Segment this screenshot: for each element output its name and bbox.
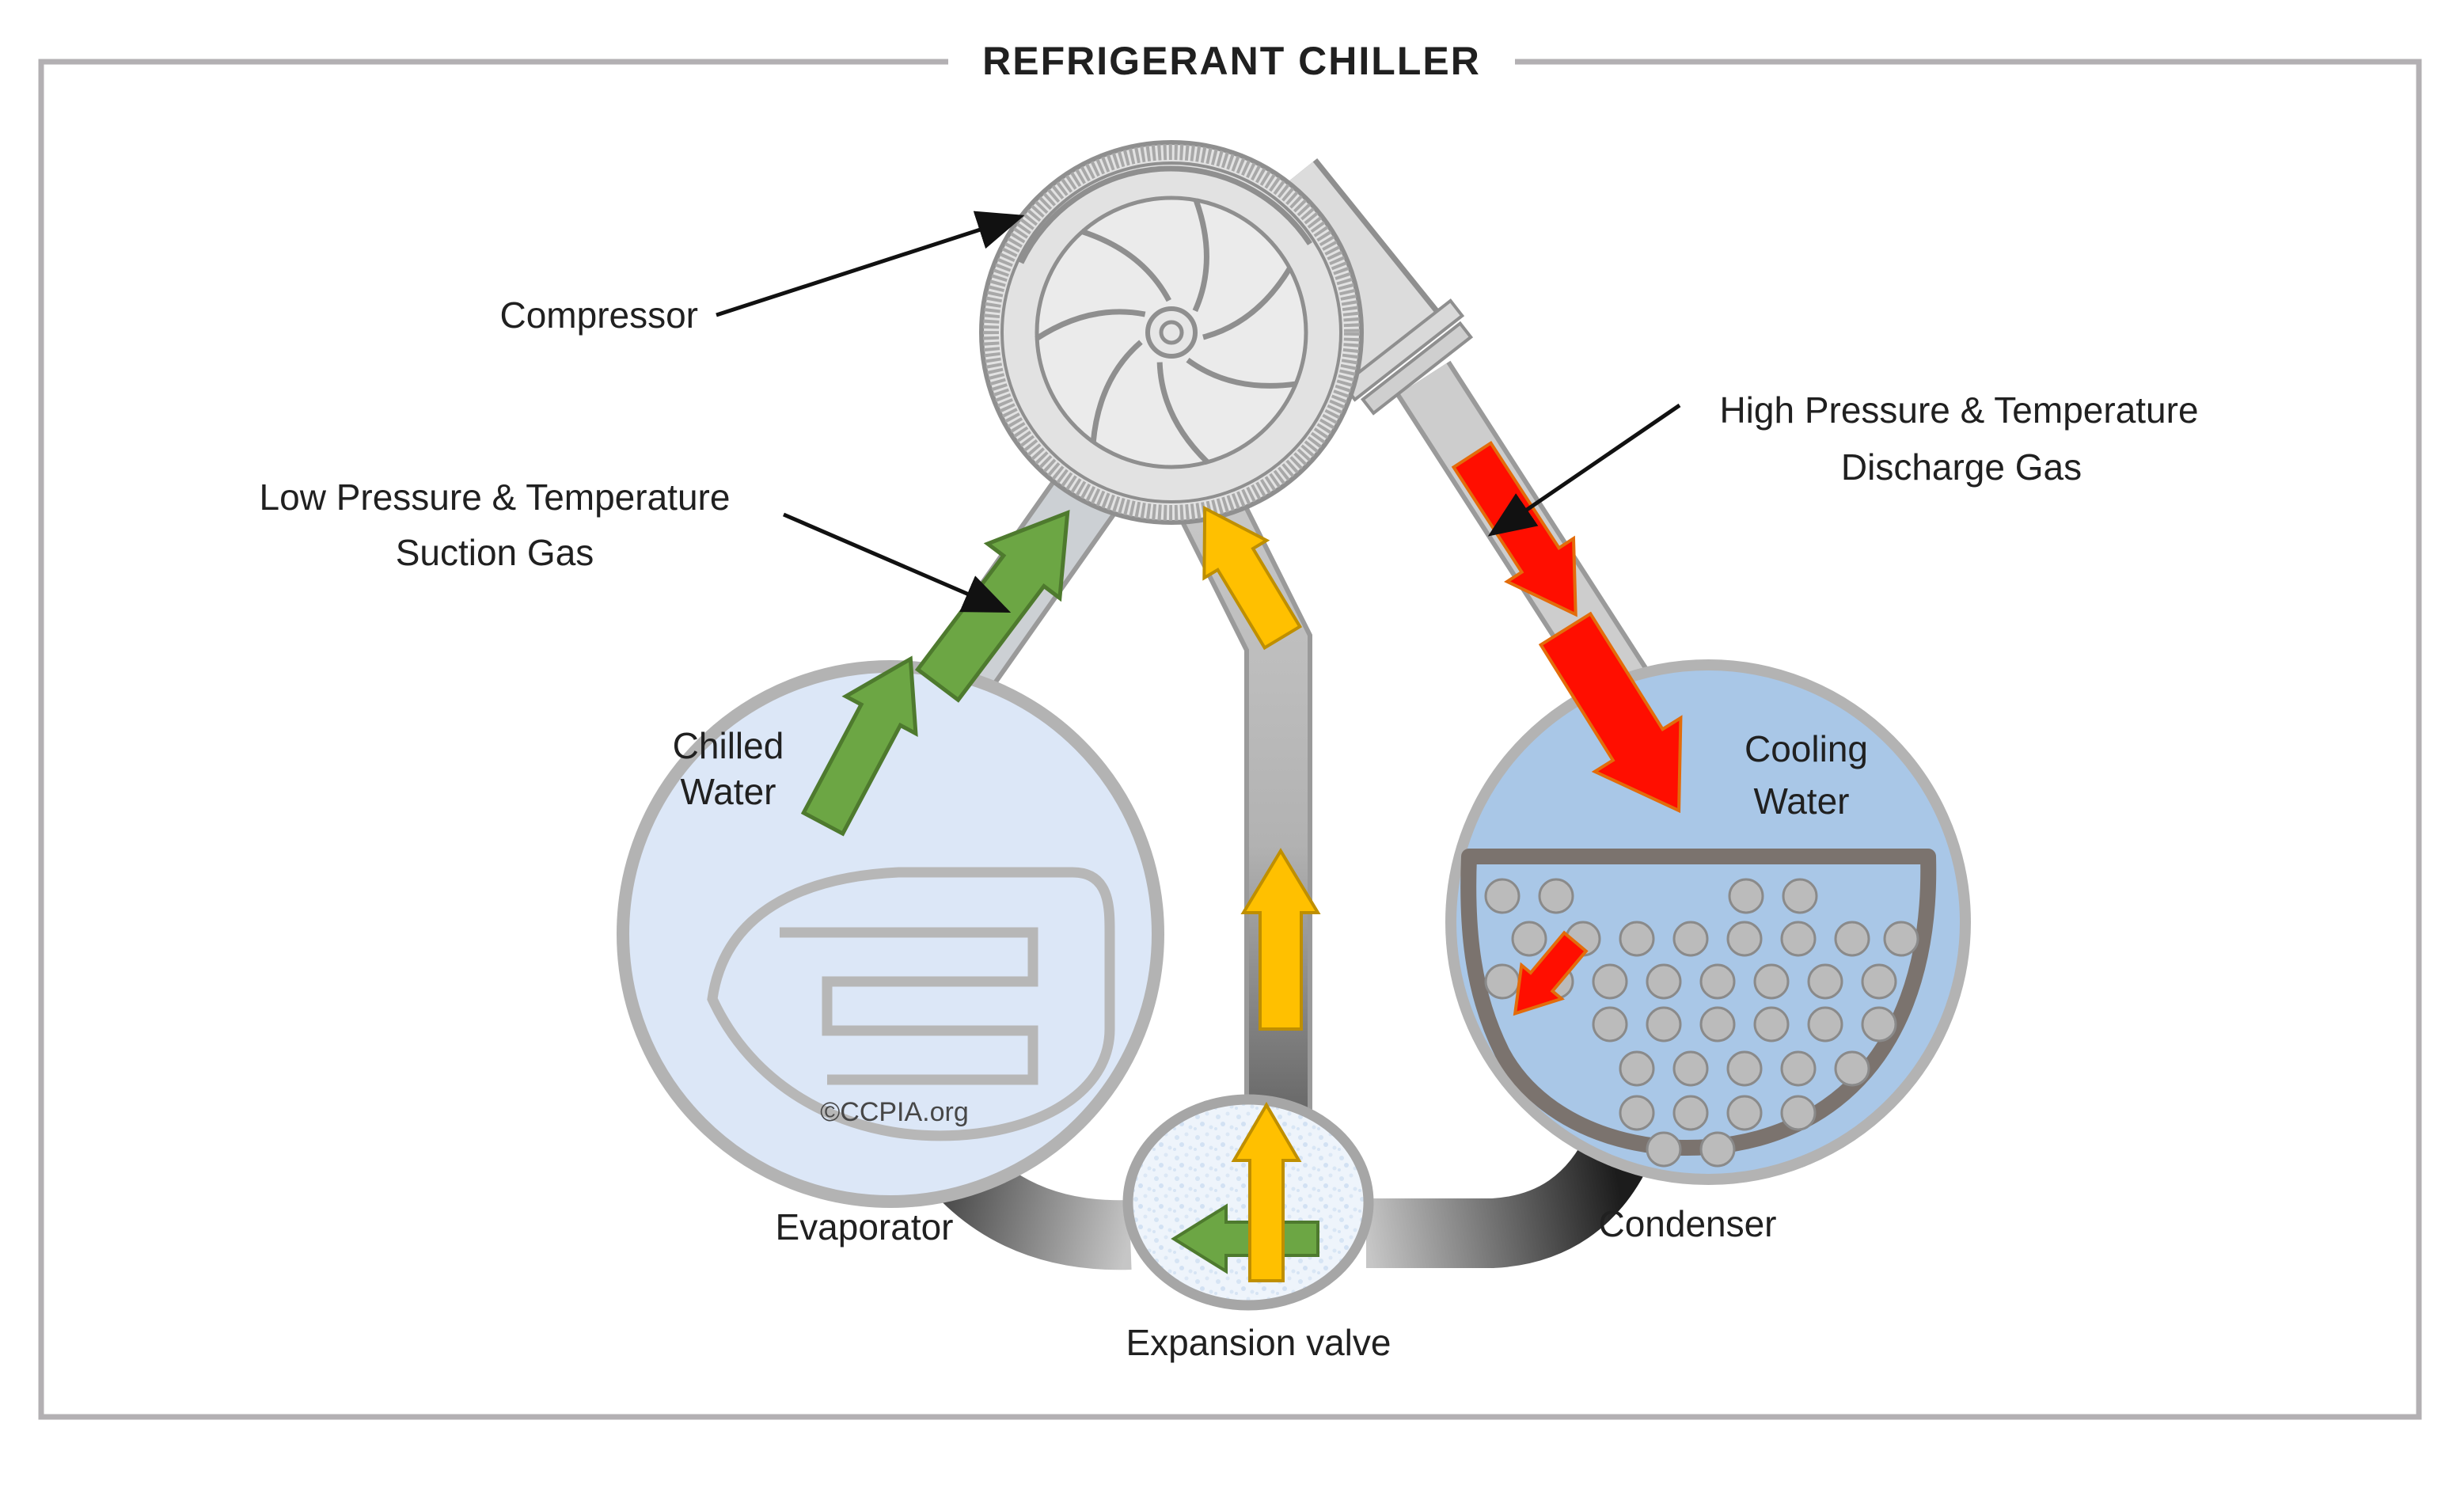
expansion-valve-label: Expansion valve [1126, 1322, 1391, 1363]
condenser-tube-dot [1726, 1095, 1763, 1131]
condenser-tube-dot [1861, 1006, 1897, 1042]
title-backing [948, 38, 1515, 82]
discharge-flange [1341, 298, 1474, 416]
cooling-water-label-line1: Cooling [1745, 728, 1868, 769]
page-title: REFRIGERANT CHILLER [982, 39, 1481, 83]
condensate-arrow [1513, 930, 1589, 1016]
condenser-tube-dot [1753, 963, 1790, 1000]
condenser-tube-dot [1728, 878, 1764, 914]
condenser-tube-dot [1538, 878, 1574, 914]
evaporator-label: Evaporator [775, 1206, 953, 1247]
valve-yellow-arrow [1231, 1102, 1302, 1282]
condenser-tube-dot [1883, 921, 1919, 957]
condenser-tube-dot [1834, 921, 1870, 957]
condenser-tube-dot [1484, 878, 1521, 914]
condenser-tube-dot [1753, 1006, 1790, 1042]
discharge-gas-arrow-condenser [1538, 611, 1683, 814]
discharge-callout-line [1487, 403, 1681, 537]
condenser-tube-dot [1592, 1006, 1628, 1042]
condenser-tube-dot [1672, 921, 1709, 957]
suction-callout-line [783, 512, 1012, 613]
watermark: ©CCPIA.org [820, 1097, 969, 1127]
condenser-tube-dot [1672, 1050, 1709, 1087]
condenser-tube-dot [1619, 921, 1655, 957]
expansion-arrow-lower [1240, 848, 1321, 1031]
condenser-tube-dot [1511, 921, 1547, 957]
discharge-annotation-line2: Discharge Gas [1841, 446, 2082, 488]
impeller [1018, 165, 1312, 469]
condenser-tube-dot [1780, 921, 1817, 957]
compressor-callout-line [716, 211, 1025, 317]
compressor [979, 140, 1474, 525]
condenser-tube-dot [1861, 963, 1897, 1000]
condenser-tube-dot [1646, 1006, 1682, 1042]
condenser-tube-dot [1834, 1050, 1870, 1087]
condenser-tube-dot [1672, 1095, 1709, 1131]
suction-gas-arrow-evaporator [800, 655, 918, 837]
condenser-tube-dot [1726, 921, 1763, 957]
condenser-tube-dot [1726, 1050, 1763, 1087]
condenser-label: Condenser [1598, 1203, 1776, 1244]
condenser-tube-dot [1782, 878, 1818, 914]
liquid-pipe-right [1366, 1130, 1651, 1268]
condenser-tube-dot [1699, 1131, 1736, 1168]
condenser-tube-dot [1780, 1050, 1817, 1087]
callouts [716, 211, 1681, 613]
suction-annotation-line1: Low Pressure & Temperature [260, 477, 731, 518]
condenser-tube-dot [1619, 1050, 1655, 1087]
discharge-annotation-line1: High Pressure & Temperature [1719, 389, 2198, 431]
evaporator: Chilled Water ©CCPIA.org [617, 660, 1164, 1208]
condenser-tube-dot [1780, 1095, 1817, 1131]
labels: Compressor Low Pressure & Temperature Su… [260, 294, 2199, 1363]
cooling-water-label-line2: Water [1754, 780, 1850, 822]
chilled-water-label-line2: Water [681, 771, 776, 812]
suction-annotation-line2: Suction Gas [396, 532, 594, 573]
condenser-tube-dot [1646, 1131, 1682, 1168]
condenser-tube-dot [1484, 963, 1521, 1000]
evaporator-coil-icon [707, 867, 1115, 1141]
condenser-tube-dot [1592, 963, 1628, 1000]
condenser-tube-dot [1699, 963, 1736, 1000]
chilled-water-label-line1: Chilled [673, 725, 784, 766]
compressor-label: Compressor [499, 294, 698, 336]
condenser-tube-dot [1646, 963, 1682, 1000]
expansion-arrow-upper [1202, 505, 1303, 651]
condenser: Cooling Water [1445, 659, 1971, 1185]
condenser-tube-dot [1619, 1095, 1655, 1131]
condenser-tube-dot [1807, 1006, 1843, 1042]
expansion-valve [1122, 1094, 1374, 1311]
condenser-tube-dot [1807, 963, 1843, 1000]
condenser-tube-dot [1699, 1006, 1736, 1042]
